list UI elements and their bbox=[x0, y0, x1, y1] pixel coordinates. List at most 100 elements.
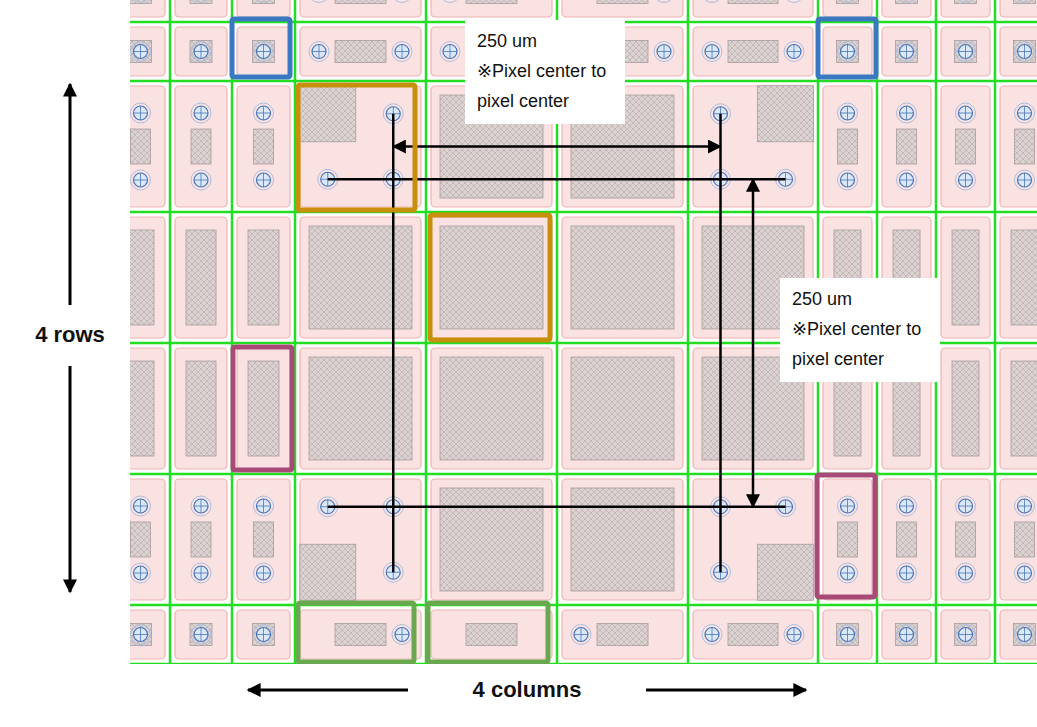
sensor-area bbox=[897, 129, 917, 164]
bump-pad bbox=[705, 45, 719, 59]
sensor-area bbox=[758, 86, 814, 142]
pixel-pad bbox=[562, 610, 683, 659]
pixel-pad bbox=[882, 0, 931, 17]
bump-ring bbox=[1015, 563, 1035, 583]
bump-cross bbox=[841, 566, 855, 580]
sensor-area bbox=[131, 129, 151, 164]
sensor-area bbox=[248, 230, 279, 325]
bump-ring bbox=[784, 0, 804, 3]
count-arrow bbox=[646, 689, 806, 692]
bump-cross bbox=[134, 566, 148, 580]
bump-pad bbox=[959, 628, 973, 642]
bump-pad bbox=[959, 173, 973, 187]
bump-ring bbox=[956, 496, 976, 516]
bump-ring bbox=[254, 496, 274, 516]
bump-pad bbox=[841, 499, 855, 513]
pixel-pad bbox=[823, 27, 872, 76]
bump-ring bbox=[897, 625, 917, 645]
pixel-pad bbox=[175, 86, 227, 207]
bump-pad bbox=[395, 45, 409, 59]
bump-ring bbox=[191, 563, 211, 583]
bump-ring bbox=[131, 170, 151, 190]
sensor-area bbox=[130, 624, 152, 646]
sensor-area bbox=[300, 86, 356, 142]
highlight-box bbox=[233, 347, 292, 470]
bump-pad bbox=[841, 173, 855, 187]
bump-ring bbox=[956, 0, 976, 3]
pixel-pad bbox=[237, 348, 290, 469]
pixel-pad bbox=[882, 479, 931, 600]
bump-pad bbox=[134, 106, 148, 120]
sensor-area bbox=[571, 357, 674, 460]
pixel-pad bbox=[300, 0, 421, 17]
bump-cross bbox=[1018, 106, 1032, 120]
bump-cross bbox=[841, 45, 855, 59]
bump-ring bbox=[956, 103, 976, 123]
highlight-box bbox=[298, 603, 414, 662]
pixel-pad bbox=[130, 479, 165, 600]
bump-pad bbox=[194, 106, 208, 120]
sensor-area bbox=[597, 0, 648, 4]
pixel-pad bbox=[1000, 217, 1037, 338]
bump-pad bbox=[959, 106, 973, 120]
pixel-pad bbox=[941, 86, 990, 207]
bump-cross bbox=[959, 106, 973, 120]
bump-ring bbox=[440, 42, 460, 62]
bump-pad bbox=[900, 173, 914, 187]
pixel-pad bbox=[175, 348, 227, 469]
bump-ring bbox=[1015, 625, 1035, 645]
bump-ring bbox=[191, 0, 211, 3]
bump-ring bbox=[702, 0, 722, 3]
bump-ring bbox=[191, 625, 211, 645]
bump-pad bbox=[257, 628, 271, 642]
sensor-area bbox=[571, 488, 674, 591]
bump-ring bbox=[392, 625, 412, 645]
sensor-area bbox=[309, 226, 412, 329]
bump-cross bbox=[1018, 173, 1032, 187]
pixel-pad bbox=[130, 610, 165, 659]
bump-cross bbox=[134, 45, 148, 59]
pixel-pad bbox=[941, 348, 990, 469]
pixel-pad bbox=[130, 0, 165, 17]
sensor-area bbox=[248, 361, 279, 456]
pixel-pad bbox=[823, 86, 872, 207]
bump-pad bbox=[194, 566, 208, 580]
bump-pad bbox=[395, 628, 409, 642]
bump-ring bbox=[254, 170, 274, 190]
bump-pad bbox=[841, 106, 855, 120]
bump-pad bbox=[705, 628, 719, 642]
bump-cross bbox=[1018, 499, 1032, 513]
bump-pad bbox=[1018, 173, 1032, 187]
sensor-area bbox=[254, 522, 274, 557]
bump-ring bbox=[702, 42, 722, 62]
pixel-pad bbox=[1000, 86, 1037, 207]
bump-pad bbox=[841, 628, 855, 642]
highlight-box bbox=[818, 19, 876, 77]
bump-ring bbox=[191, 170, 211, 190]
sensor-area bbox=[1011, 230, 1037, 325]
bump-ring bbox=[309, 0, 329, 3]
bump-cross bbox=[959, 499, 973, 513]
bump-pad bbox=[787, 628, 801, 642]
sensor-area bbox=[952, 361, 979, 456]
dimension-value: 250 um bbox=[792, 284, 928, 314]
bump-cross bbox=[257, 499, 271, 513]
grid-line bbox=[130, 473, 1037, 476]
bump-cross bbox=[959, 173, 973, 187]
bump-pad bbox=[787, 45, 801, 59]
bump-cross bbox=[841, 106, 855, 120]
sensor-area bbox=[309, 357, 412, 460]
count-label: 4 columns bbox=[469, 675, 586, 705]
bump-pad bbox=[257, 566, 271, 580]
bump-ring bbox=[1015, 170, 1035, 190]
sensor-area bbox=[837, 41, 859, 63]
highlight-box bbox=[817, 475, 875, 597]
sensor-area bbox=[952, 230, 979, 325]
highlight-box bbox=[298, 85, 415, 210]
pixel-pad bbox=[237, 86, 290, 207]
sensor-area bbox=[466, 0, 517, 4]
sensor-area bbox=[186, 361, 216, 456]
bump-cross bbox=[1018, 628, 1032, 642]
sensor-area bbox=[955, 624, 977, 646]
grid-line bbox=[130, 211, 1037, 214]
